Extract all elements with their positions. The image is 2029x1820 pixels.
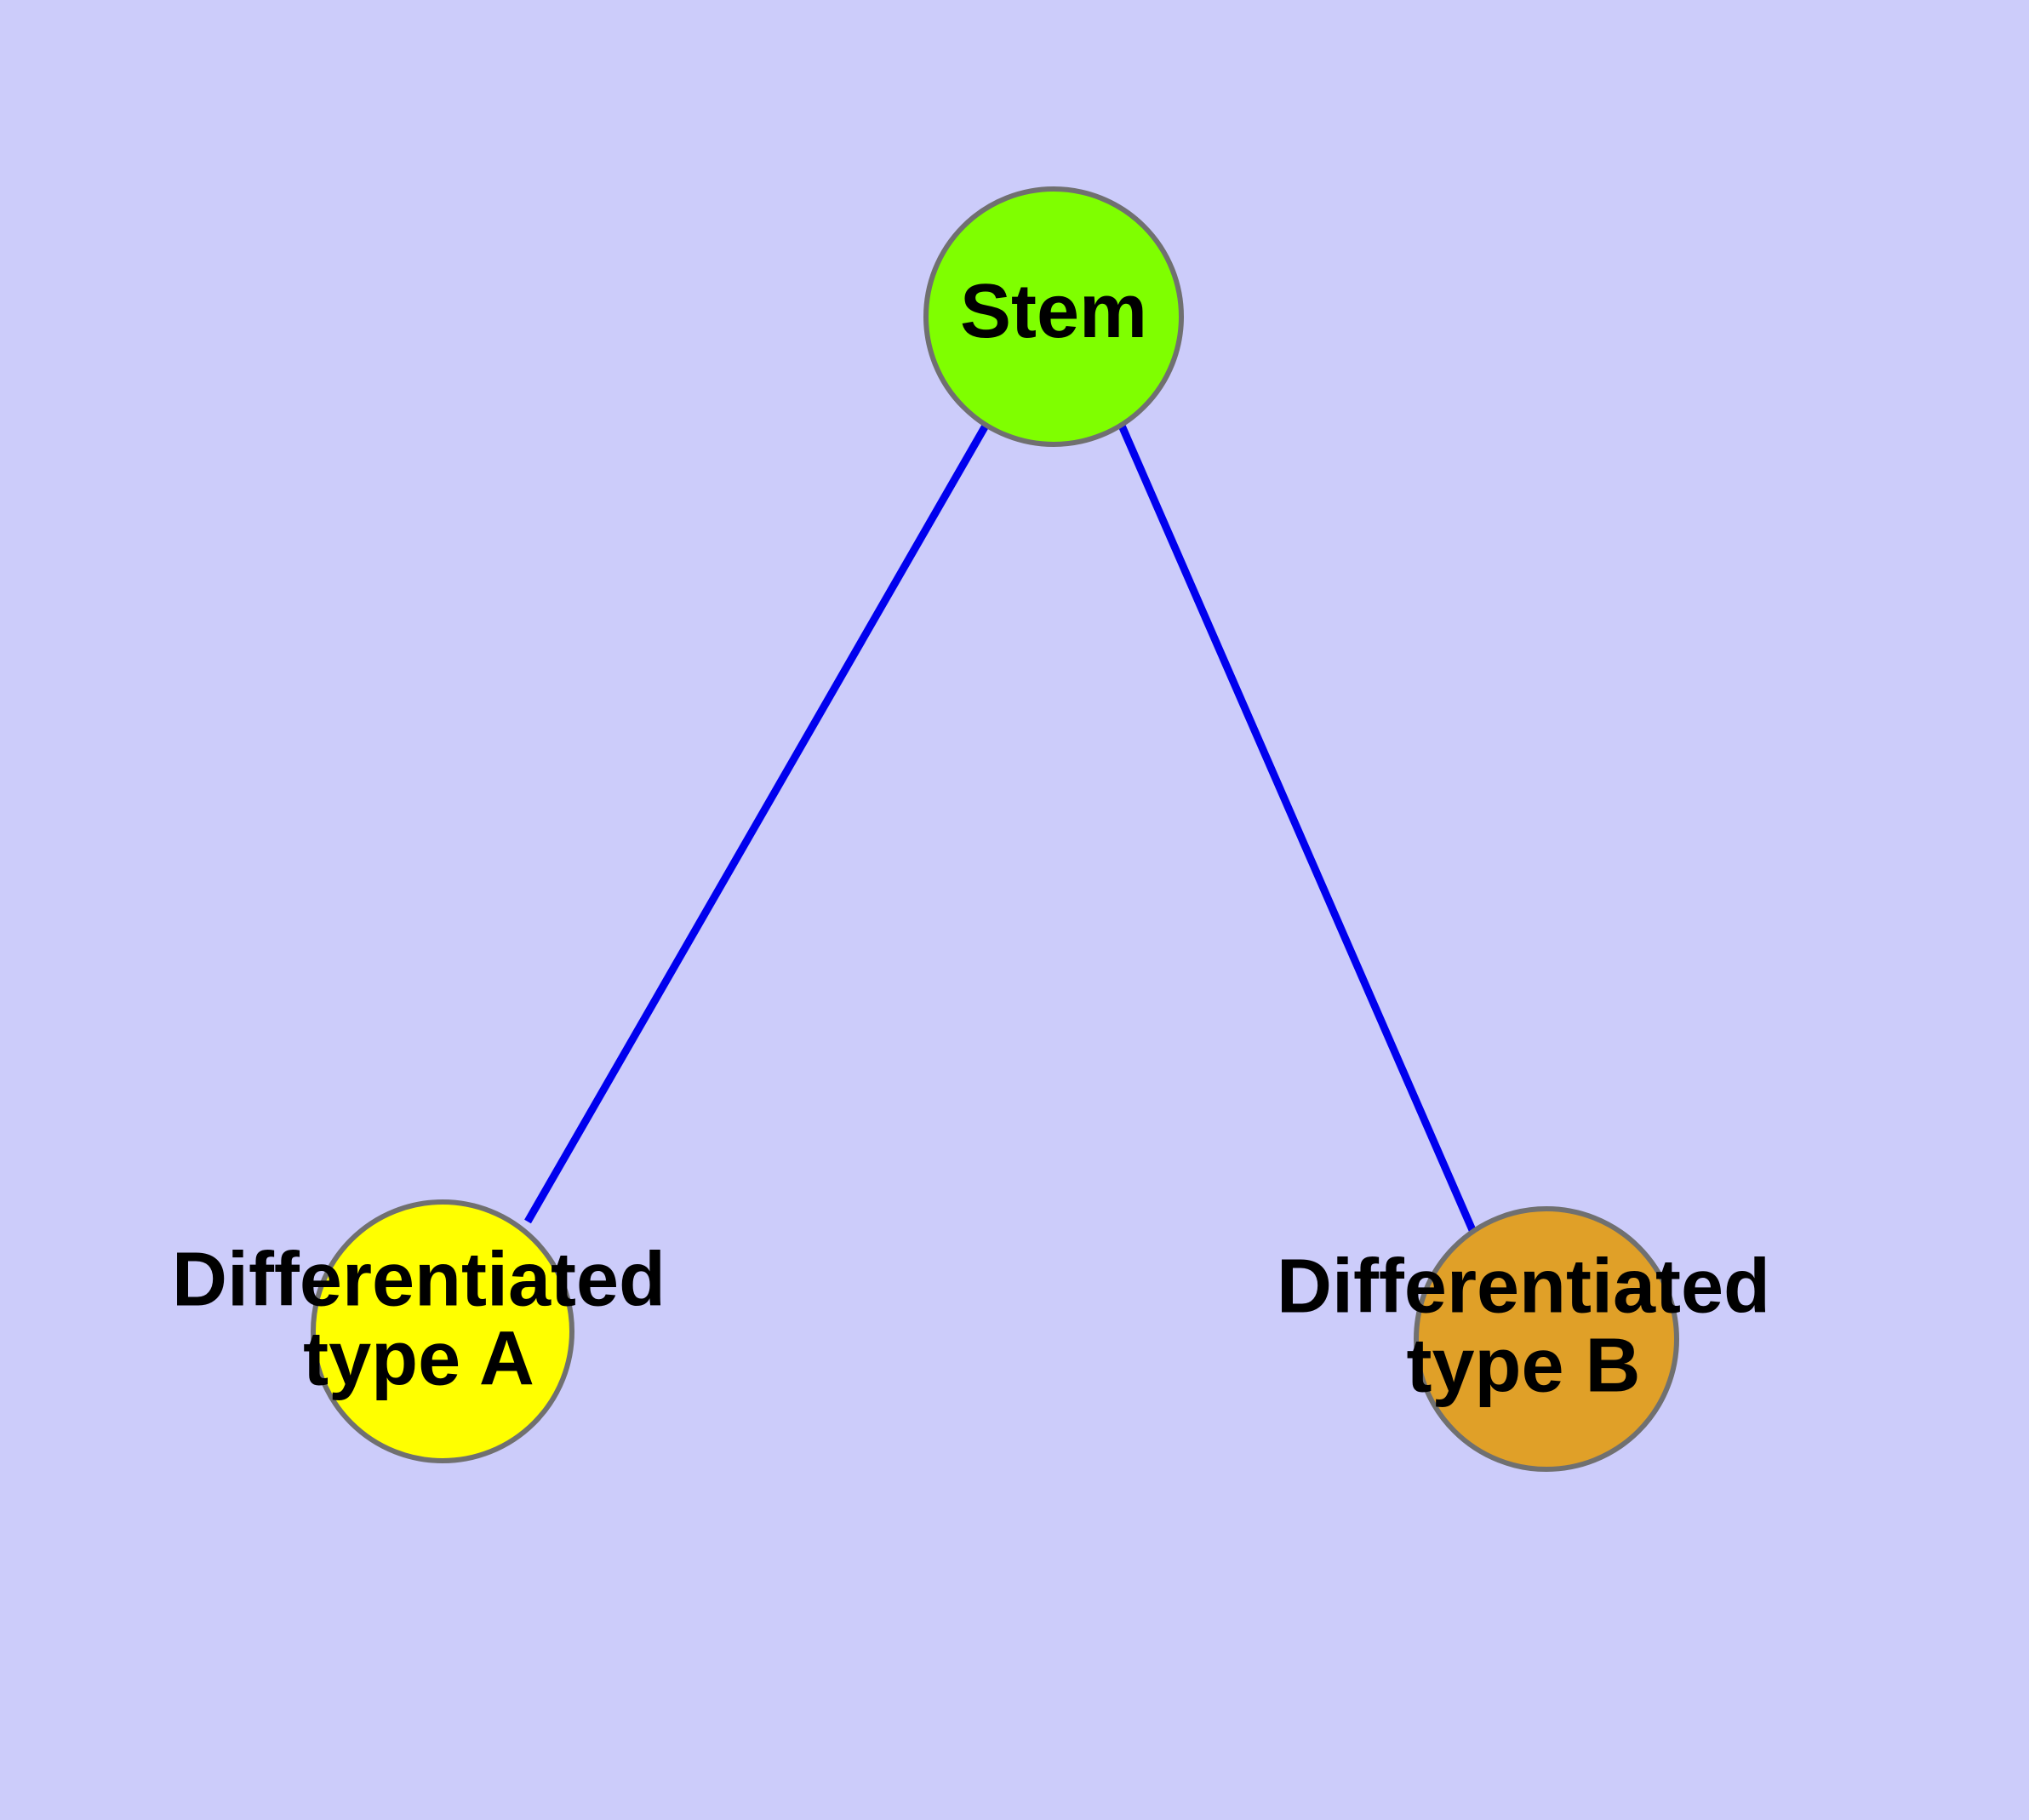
node-stem[interactable]: [923, 186, 1184, 447]
edges-layer: [524, 423, 1477, 1232]
edge-stem-to-differentiated-b[interactable]: [1117, 424, 1477, 1232]
edge-stem-to-differentiated-a[interactable]: [524, 423, 989, 1224]
node-differentiated-type-a[interactable]: [311, 1199, 574, 1463]
node-differentiated-type-b[interactable]: [1414, 1206, 1679, 1472]
nodes-layer: [311, 186, 1679, 1472]
